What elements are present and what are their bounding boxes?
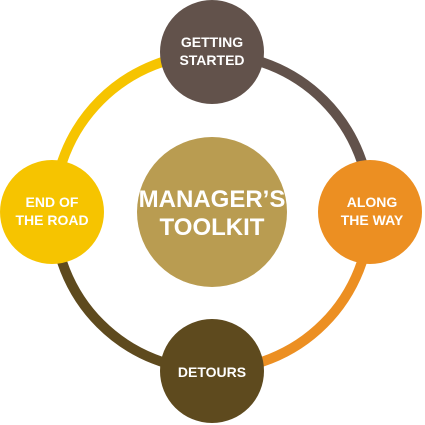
node-along-the-way-line2: THE WAY [341, 212, 404, 228]
node-end-of-the-road-line1: END OF [26, 194, 79, 210]
node-detours-label: DETOURS [178, 364, 246, 380]
node-getting-started-line1: GETTING [181, 34, 243, 50]
node-detours: DETOURS [160, 319, 264, 423]
node-end-of-the-road-line2: THE ROAD [15, 212, 88, 228]
center-title-line2: TOOLKIT [160, 214, 265, 241]
node-along-the-way: ALONG THE WAY [318, 160, 422, 264]
center-hub: MANAGER’S TOOLKIT [137, 137, 287, 287]
node-getting-started-line2: STARTED [179, 52, 244, 68]
node-getting-started: GETTING STARTED [160, 0, 264, 104]
node-along-the-way-line1: ALONG [347, 194, 398, 210]
center-title-line1: MANAGER’S [139, 186, 286, 213]
node-end-of-the-road: END OF THE ROAD [0, 160, 104, 264]
